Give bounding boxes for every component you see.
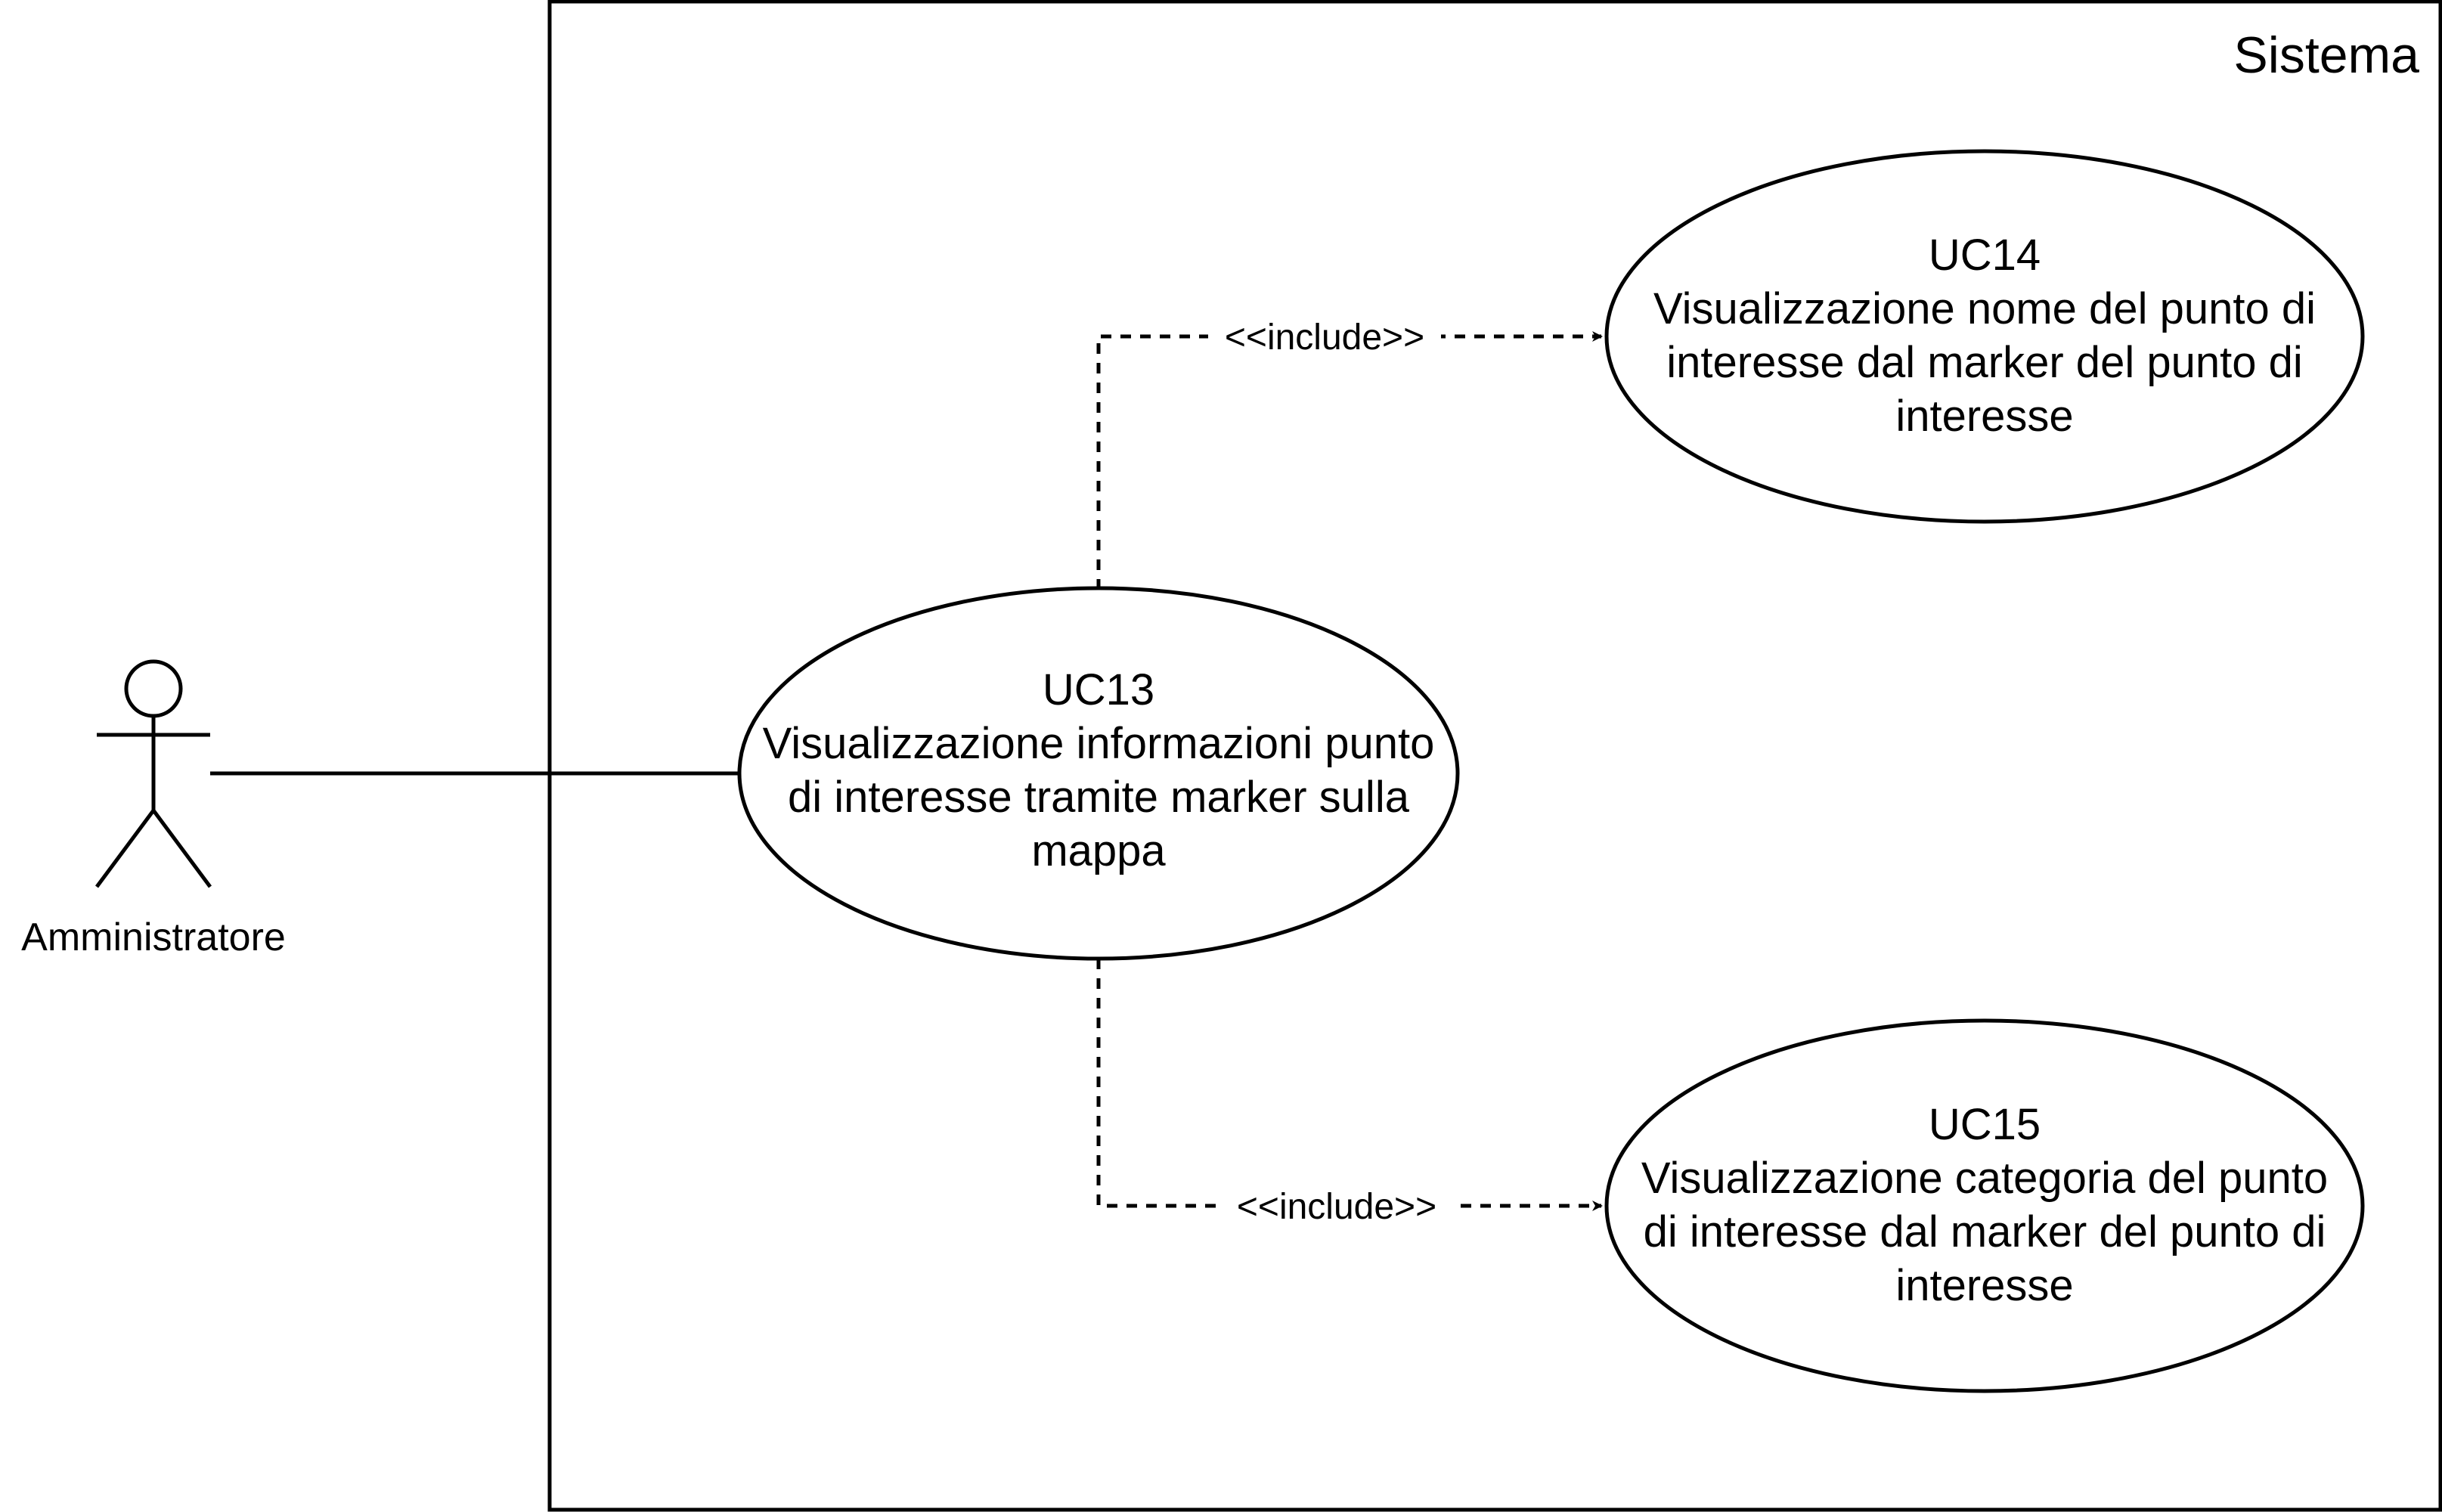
use-case-uc15-line3: interesse [1895,1261,2073,1310]
use-case-uc13-ellipse [737,586,1460,961]
actor-right-leg [151,809,212,888]
use-case-uc14[interactable]: UC14 Visualizzazione nome del punto di i… [1604,149,2365,524]
actor-left-leg [95,809,156,888]
actor-head [124,659,183,718]
actor-label: Amministratore [21,916,286,959]
use-case-uc14-line1: Visualizzazione nome del punto di [1653,284,2316,333]
use-case-uc14-id: UC14 [1929,231,2041,280]
actor-administrator[interactable] [95,659,212,888]
include-edge-uc15 [1096,959,1603,1211]
include-label-uc15: <<include>> [1237,1187,1436,1227]
use-case-uc15-id: UC15 [1929,1100,2041,1149]
use-case-uc15-line2: di interesse dal marker del punto di [1644,1207,2326,1256]
use-case-uc13-line1: Visualizzazione informazioni punto [763,719,1435,768]
include-label-uc14: <<include>> [1225,318,1424,358]
use-case-uc13[interactable]: UC13 Visualizzazione informazioni punto … [737,586,1460,961]
use-case-uc15-ellipse [1604,1018,2365,1393]
use-case-uc13-id: UC13 [1043,665,1154,714]
use-case-uc14-line2: interesse dal marker del punto di [1666,338,2302,387]
use-case-uc14-ellipse [1604,149,2365,524]
use-case-uc15-line1: Visualizzazione categoria del punto [1641,1154,2328,1203]
include-label-uc15-bg [1220,1185,1453,1228]
include-edge-uc14 [1096,331,1603,590]
use-case-uc13-line2: di interesse tramite marker sulla [788,773,1410,822]
system-title: Sistema [2233,26,2419,84]
use-case-uc13-line3: mappa [1031,826,1166,875]
use-case-uc15[interactable]: UC15 Visualizzazione categoria del punto… [1604,1018,2365,1393]
include-label-uc14-bg [1208,316,1441,358]
use-case-uc14-line3: interesse [1895,392,2073,441]
